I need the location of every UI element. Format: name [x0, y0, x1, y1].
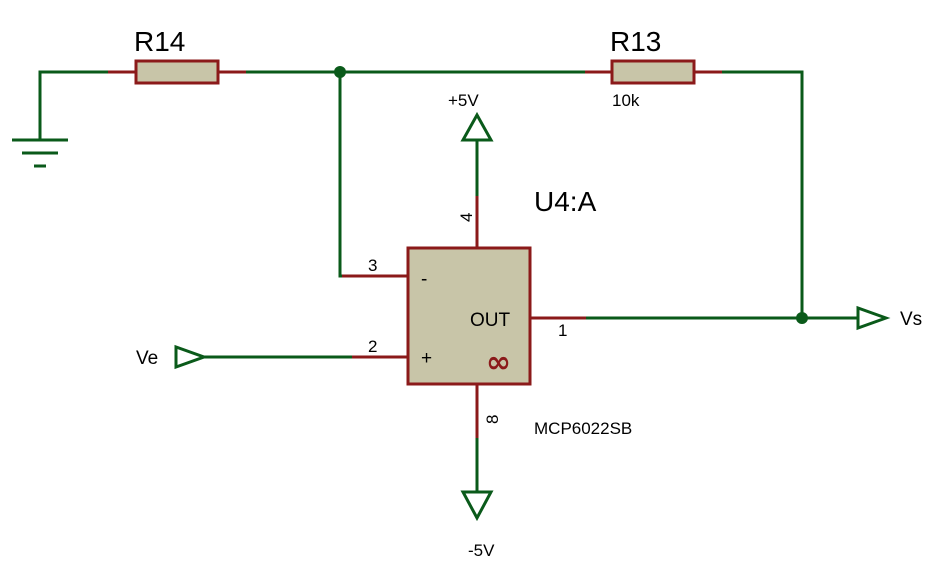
- r14-label: R14: [134, 26, 185, 57]
- opamp-inverting-sign: -: [421, 269, 427, 290]
- power-down-arrow-icon: [460, 490, 494, 522]
- vs-label: Vs: [900, 309, 922, 330]
- junction-node-output: [796, 312, 808, 324]
- pin1-number: 1: [558, 321, 567, 340]
- pin2-number: 2: [368, 337, 377, 356]
- opamp-part-label: MCP6022SB: [534, 419, 632, 438]
- vpos-label: +5V: [448, 91, 479, 110]
- pin8-number: 8: [483, 415, 502, 424]
- resistor-r13[interactable]: [585, 59, 722, 85]
- pin3-number: 3: [368, 256, 377, 275]
- output-terminal-vs[interactable]: [856, 305, 891, 331]
- r13-value: 10k: [612, 91, 640, 110]
- opamp-out-label: OUT: [470, 310, 511, 331]
- power-up-arrow-icon: [460, 111, 494, 142]
- opamp-infinity-symbol: ∞: [486, 345, 511, 380]
- ground-icon: [12, 138, 68, 168]
- wire-node-inverting: [338, 70, 344, 278]
- resistor-r14-body: [134, 59, 220, 85]
- r13-label: R13: [610, 26, 661, 57]
- resistor-r14[interactable]: [108, 59, 246, 85]
- output-arrow-icon: [856, 305, 891, 331]
- wire-r13-output: [720, 70, 804, 320]
- vneg-label: -5V: [468, 541, 495, 560]
- opamp-noninverting-sign: +: [421, 348, 432, 369]
- pin4-number: 4: [457, 213, 476, 222]
- opamp-ref-label: U4:A: [534, 186, 597, 217]
- input-terminal-ve[interactable]: [174, 344, 209, 370]
- resistor-r13-body: [610, 59, 696, 85]
- wire-ground-r14: [38, 70, 110, 142]
- opamp-body: [406, 246, 532, 386]
- opamp-u4a[interactable]: [342, 196, 586, 438]
- input-arrow-icon: [174, 344, 209, 370]
- junction-node-top: [334, 66, 346, 78]
- ve-label: Ve: [136, 348, 158, 369]
